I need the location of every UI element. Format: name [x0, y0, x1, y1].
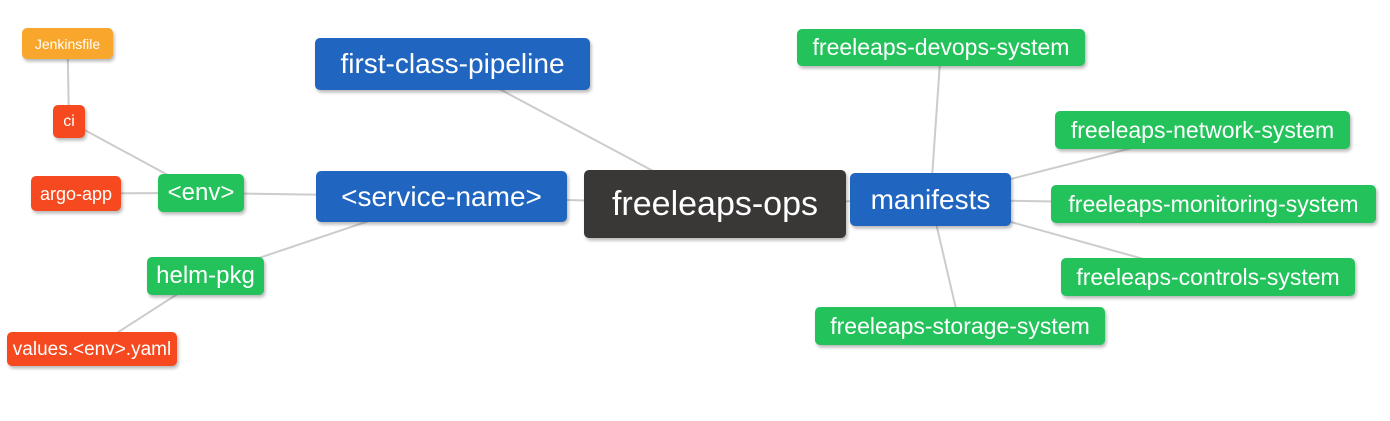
node-label: <env>: [167, 179, 235, 206]
freeleaps-monitoring-system-node[interactable]: freeleaps-monitoring-system: [1051, 185, 1376, 223]
node-label: manifests: [870, 183, 991, 215]
freeleaps-ops-node[interactable]: freeleaps-ops: [584, 170, 846, 238]
manifests-node[interactable]: manifests: [850, 173, 1011, 226]
node-label: freeleaps-network-system: [1070, 116, 1335, 143]
argo-app-node[interactable]: argo-app: [31, 176, 121, 211]
jenkinsfile-node[interactable]: Jenkinsfile: [22, 28, 113, 59]
values-env-yaml-node[interactable]: values.<env>.yaml: [7, 332, 177, 366]
first-class-pipeline-node[interactable]: first-class-pipeline: [315, 38, 590, 90]
node-label: freeleaps-monitoring-system: [1068, 190, 1359, 217]
ci-node[interactable]: ci: [53, 105, 85, 138]
node-label: freeleaps-ops: [611, 185, 818, 223]
helm-pkg-node[interactable]: helm-pkg: [147, 257, 264, 295]
node-label: Jenkinsfile: [34, 35, 101, 52]
env-node[interactable]: <env>: [158, 174, 244, 212]
freeleaps-devops-system-node[interactable]: freeleaps-devops-system: [797, 29, 1085, 66]
service-name-node[interactable]: <service-name>: [316, 171, 567, 222]
node-label: values.<env>.yaml: [12, 338, 172, 360]
node-label: freeleaps-devops-system: [812, 34, 1070, 60]
node-label: first-class-pipeline: [340, 48, 565, 79]
node-label: helm-pkg: [156, 262, 255, 289]
freeleaps-storage-system-node[interactable]: freeleaps-storage-system: [815, 307, 1105, 345]
node-label: argo-app: [39, 183, 113, 204]
node-label: ci: [63, 112, 75, 130]
node-label: <service-name>: [341, 180, 542, 212]
node-label: freeleaps-controls-system: [1076, 263, 1340, 290]
freeleaps-controls-system-node[interactable]: freeleaps-controls-system: [1061, 258, 1355, 296]
node-label: freeleaps-storage-system: [830, 312, 1090, 339]
freeleaps-network-system-node[interactable]: freeleaps-network-system: [1055, 111, 1350, 149]
